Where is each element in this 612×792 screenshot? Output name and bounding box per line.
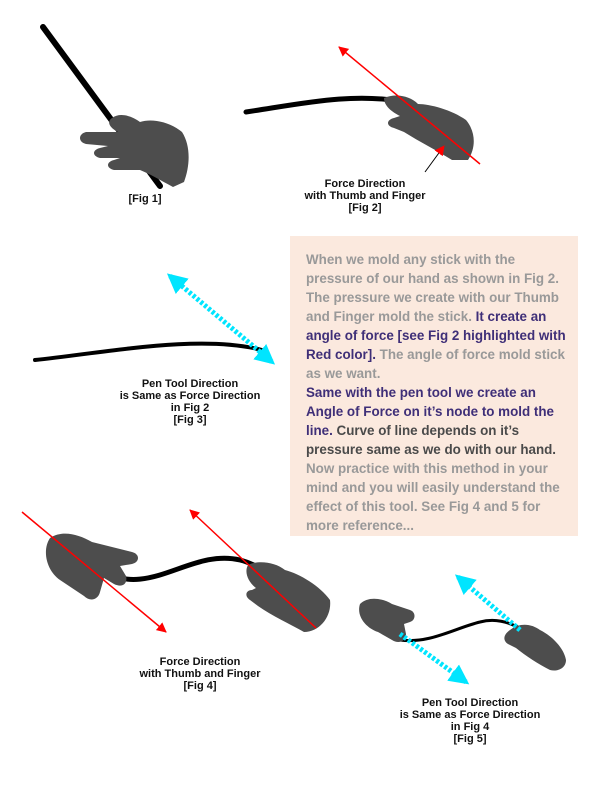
- fig2-caption-line: [Fig 2]: [348, 202, 382, 214]
- fig4-illustration: [21, 509, 331, 633]
- fig1-caption-line: [Fig 1]: [128, 193, 162, 205]
- fig1-hand: [80, 115, 189, 187]
- note-paragraph-1-end: The angle of force mold stick as we want…: [306, 347, 565, 381]
- explanation-note: When we mold any stick with the pressure…: [290, 236, 578, 536]
- note-highlight-1: It create an angle of force [see Fig 2 h…: [306, 309, 566, 362]
- note-paragraph-2-end: Curve of line depends on it’s pressure s…: [306, 423, 557, 457]
- fig3-pen-arrow: [166, 273, 276, 365]
- fig2-pointer-arrow: [424, 145, 445, 173]
- fig2-hand: [384, 95, 474, 160]
- fig2-illustration: [243, 46, 481, 173]
- fig3-caption-line: in Fig 2: [170, 402, 210, 414]
- fig4-caption: Force Direction with Thumb and Finger [F…: [115, 656, 285, 692]
- fig1-illustration: [40, 24, 189, 189]
- fig2-caption-line: Force Direction: [324, 178, 406, 190]
- fig5-illustration: [359, 574, 566, 685]
- note-highlight-2: Same with the pen tool we create an Angl…: [306, 385, 554, 438]
- fig2-caption: Force Direction with Thumb and Finger [F…: [280, 178, 450, 214]
- note-paragraph-1: When we mold any stick with the pressure…: [306, 252, 559, 324]
- note-paragraph-3: Now practice with this method in your mi…: [306, 461, 560, 533]
- fig4-left-hand: [45, 533, 139, 600]
- fig5-line: [398, 618, 522, 643]
- fig4-left-force-arrow: [21, 511, 167, 633]
- fig5-left-hand: [359, 598, 415, 642]
- fig4-caption-line: with Thumb and Finger: [139, 668, 261, 680]
- fig4-right-force-arrow: [189, 509, 317, 629]
- fig4-caption-line: [Fig 4]: [183, 680, 217, 692]
- fig3-caption-line: Pen Tool Direction: [141, 378, 239, 390]
- fig5-caption-line: in Fig 4: [450, 721, 490, 733]
- fig5-left-pen-arrow: [398, 631, 470, 685]
- fig5-caption-line: Pen Tool Direction: [421, 697, 519, 709]
- fig2-stick: [243, 95, 408, 115]
- fig1-caption: [Fig 1]: [100, 193, 190, 205]
- fig3-caption-line: [Fig 3]: [173, 414, 207, 426]
- fig3-line: [33, 341, 264, 362]
- fig3-illustration: [33, 273, 276, 365]
- fig2-force-arrow: [338, 46, 481, 165]
- fig5-right-pen-arrow: [454, 574, 522, 632]
- fig4-caption-line: Force Direction: [159, 656, 241, 668]
- fig2-caption-line: with Thumb and Finger: [304, 190, 426, 202]
- fig4-right-hand: [246, 562, 331, 632]
- fig5-caption-line: [Fig 5]: [453, 733, 487, 745]
- fig5-right-hand: [504, 624, 566, 671]
- fig5-caption-line: is Same as Force Direction: [399, 709, 541, 721]
- fig5-caption: Pen Tool Direction is Same as Force Dire…: [370, 697, 570, 745]
- fig3-caption: Pen Tool Direction is Same as Force Dire…: [90, 378, 290, 426]
- fig3-caption-line: is Same as Force Direction: [119, 390, 261, 402]
